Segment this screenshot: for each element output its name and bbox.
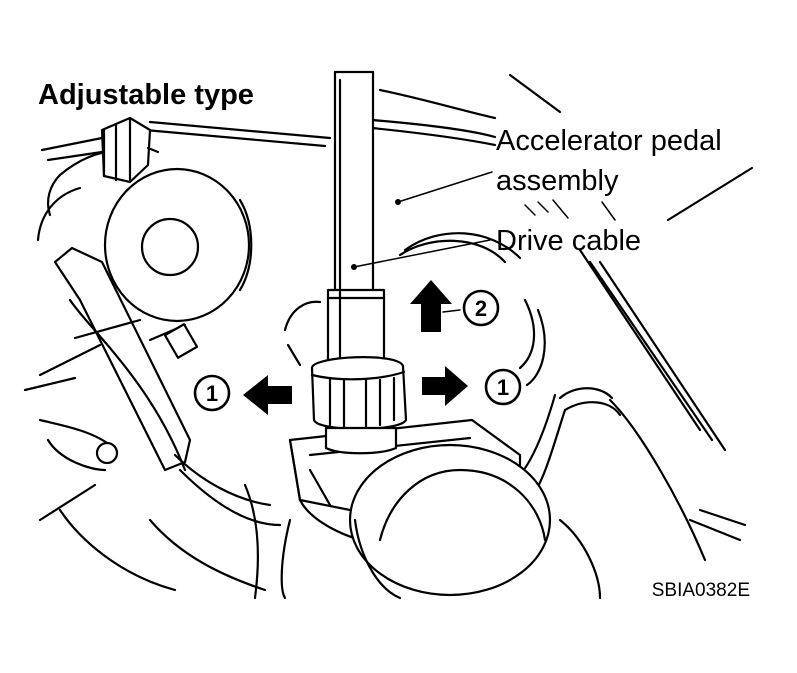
step-marker-left: 1 bbox=[193, 374, 231, 412]
step-up-number: 2 bbox=[475, 296, 487, 321]
step-left-number: 1 bbox=[206, 381, 218, 406]
cable-adjuster-nut bbox=[310, 288, 408, 455]
arrow-right-icon bbox=[422, 366, 468, 406]
arrow-up-icon bbox=[410, 280, 461, 332]
diagram-title: Adjustable type bbox=[38, 79, 254, 111]
step-marker-right: 1 bbox=[484, 368, 522, 406]
step-marker-up: 2 bbox=[462, 289, 500, 327]
arrow-left-icon bbox=[243, 375, 292, 415]
callout-accelerator-pedal: Accelerator pedal bbox=[496, 125, 722, 157]
step-right-number: 1 bbox=[497, 375, 509, 400]
callout-assembly: assembly bbox=[496, 165, 619, 197]
leader-lines bbox=[351, 171, 493, 270]
drive-cable-shaft bbox=[333, 70, 375, 296]
callout-drive-cable: Drive cable bbox=[496, 225, 641, 257]
figure-code: SBIA0382E bbox=[652, 580, 750, 601]
